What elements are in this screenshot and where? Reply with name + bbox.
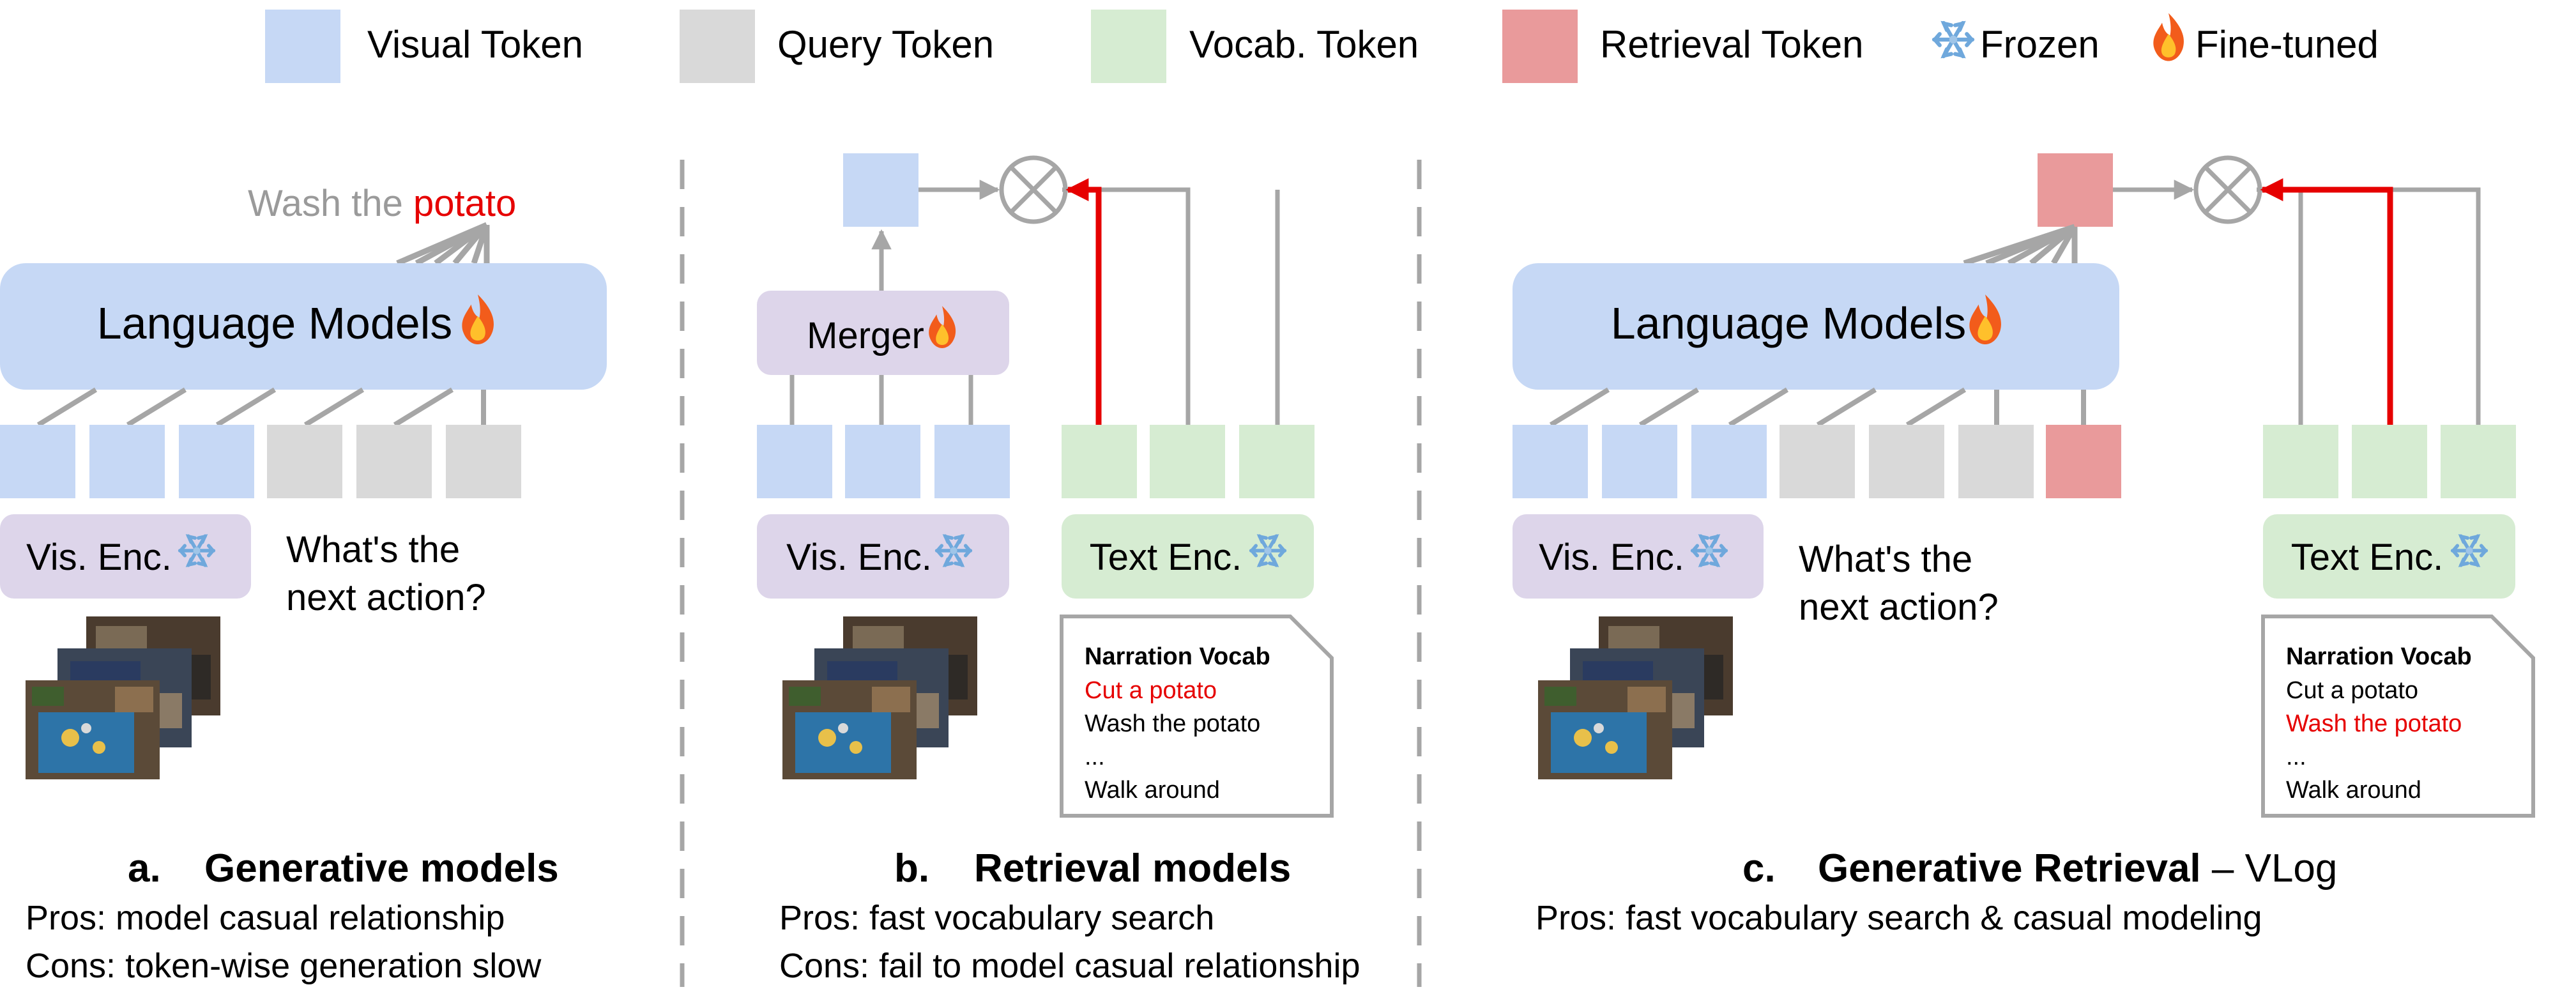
legend-label-fine-tuned: Fine-tuned (2195, 23, 2379, 66)
panel-b-cons: Cons: fail to model casual relationship (779, 947, 1360, 985)
legend-swatch-retrieval (1502, 10, 1578, 83)
legend-label-visual: Visual Token (367, 23, 583, 66)
panel-c-text-enc-label: Text Enc. (2291, 537, 2444, 578)
panel-b-visual-token (845, 425, 920, 498)
panel-b-vocab-token (1150, 425, 1225, 498)
panel-c-retrieval-token (2046, 425, 2121, 498)
panel-b-visual-token (934, 425, 1010, 498)
panel-b-vocab-item: Walk around (1085, 777, 1220, 804)
panel-c-vocab-connectors (2257, 178, 2481, 425)
panel-c-language-models-label: Language Models (1611, 298, 1967, 348)
panel-c-generative-retrieval: Language Models Vis. Enc. What's the nex… (1513, 153, 2535, 937)
panel-c-question-line1: What's the (1799, 539, 1972, 580)
panel-a-pros: Pros: model casual relationship (26, 899, 505, 937)
snowflake-icon (1934, 23, 1972, 56)
panel-c-retrieval-output-token (2038, 153, 2113, 227)
panel-a-visual-token (0, 425, 75, 498)
panel-a-video-frames (26, 616, 220, 779)
panel-b-text-enc-label: Text Enc. (1090, 537, 1242, 578)
panel-c-video-frames (1538, 616, 1733, 779)
panel-b-vocab-title: Narration Vocab (1085, 643, 1270, 670)
panel-b-output-token (843, 153, 918, 227)
fire-icon (2153, 13, 2184, 61)
panel-c-question-line2: next action? (1799, 586, 1999, 628)
legend-swatch-visual (265, 10, 340, 83)
panel-a-visual-token (89, 425, 165, 498)
panel-b-vocab-connectors (1062, 178, 1280, 425)
panel-a-language-models-box (0, 263, 607, 390)
panel-b-vis-enc-label: Vis. Enc. (786, 537, 932, 578)
panel-c-query-token (1780, 425, 1855, 498)
panel-a-token-connectors (36, 387, 486, 427)
panel-a-visual-token (179, 425, 254, 498)
panel-b-pros: Pros: fast vocabulary search (779, 899, 1214, 937)
panel-b-vocab-item: ... (1085, 744, 1105, 770)
panel-a-caption-letter: a. (128, 846, 161, 890)
panel-c-vis-enc-label: Vis. Enc. (1539, 537, 1684, 578)
legend-label-query: Query Token (777, 23, 994, 66)
panel-c-vocab-token (2441, 425, 2516, 498)
panel-c-pros: Pros: fast vocabulary search & casual mo… (1536, 899, 2262, 937)
panel-c-query-token (1869, 425, 1944, 498)
panel-a-query-token (267, 425, 342, 498)
legend-label-vocab: Vocab. Token (1189, 23, 1419, 66)
panel-a-output-text: Wash the potato (248, 183, 516, 224)
panel-a-language-models-label: Language Models (97, 298, 453, 348)
panel-a-query-token (356, 425, 432, 498)
panel-c-output-fan (1963, 224, 2078, 266)
panel-c-visual-token (1691, 425, 1767, 498)
panel-b-vocab-document: Narration Vocab Cut a potato Wash the po… (1060, 615, 1334, 818)
panel-c-vocab-item: ... (2286, 744, 2306, 770)
panel-c-vocab-document: Narration Vocab Cut a potato Wash the po… (2261, 615, 2535, 818)
panel-c-vocab-item: Walk around (2286, 777, 2421, 804)
panel-c-vocab-title: Narration Vocab (2286, 643, 2472, 670)
legend-swatch-vocab (1091, 10, 1166, 83)
panel-c-vocab-item: Cut a potato (2286, 677, 2418, 704)
panel-b-vocab-item: Wash the potato (1085, 710, 1260, 737)
panel-b-similarity-icon (999, 155, 1068, 224)
panel-a-caption-title: Generative models (204, 846, 559, 890)
panel-b-caption-letter: b. (894, 846, 929, 890)
panel-b-visual-token (757, 425, 832, 498)
panel-b-merger-connectors (789, 375, 973, 425)
legend-swatch-query (680, 10, 755, 83)
panel-a-vis-enc-label: Vis. Enc. (26, 537, 172, 578)
legend: Visual Token Query Token Vocab. Token Re… (265, 10, 2379, 83)
panel-b-vocab-token (1239, 425, 1315, 498)
panel-c-text-enc-box (2263, 514, 2515, 599)
panel-c-language-models-box (1513, 263, 2119, 390)
panel-b-caption-title: Retrieval models (974, 846, 1291, 890)
panel-a-query-token (446, 425, 521, 498)
panel-a-question-line1: What's the (286, 529, 460, 570)
panel-c-visual-token (1602, 425, 1677, 498)
panel-b-video-frames (782, 616, 977, 779)
panel-b-retrieval: Merger Vis. Enc. Text Enc. Narration Voc… (757, 153, 1360, 985)
panel-a-cons: Cons: token-wise generation slow (26, 947, 542, 985)
panel-c-similarity-icon (2193, 155, 2262, 224)
panel-c-caption-title: Generative Retrieval – VLog (1818, 846, 2337, 890)
panel-a-question-line2: next action? (286, 577, 486, 618)
panel-c-visual-token (1513, 425, 1588, 498)
panel-b-merger-label: Merger (807, 315, 924, 356)
panel-c-query-token (1958, 425, 2034, 498)
panel-c-vocab-token (2352, 425, 2427, 498)
panel-c-vocab-item: Wash the potato (2286, 710, 2462, 737)
panel-c-vocab-token (2263, 425, 2338, 498)
legend-label-frozen: Frozen (1980, 23, 2100, 66)
legend-label-retrieval: Retrieval Token (1600, 23, 1863, 66)
panel-c-token-connectors (1549, 387, 2086, 427)
panel-a-output-fan (396, 222, 490, 266)
panel-c-caption-letter: c. (1742, 846, 1776, 890)
panel-b-text-enc-box (1062, 514, 1314, 599)
panel-b-vocab-token (1062, 425, 1137, 498)
panel-b-vocab-item: Cut a potato (1085, 677, 1217, 704)
panel-a-generative: Wash the potato Language Models Vis. Enc… (0, 183, 607, 985)
